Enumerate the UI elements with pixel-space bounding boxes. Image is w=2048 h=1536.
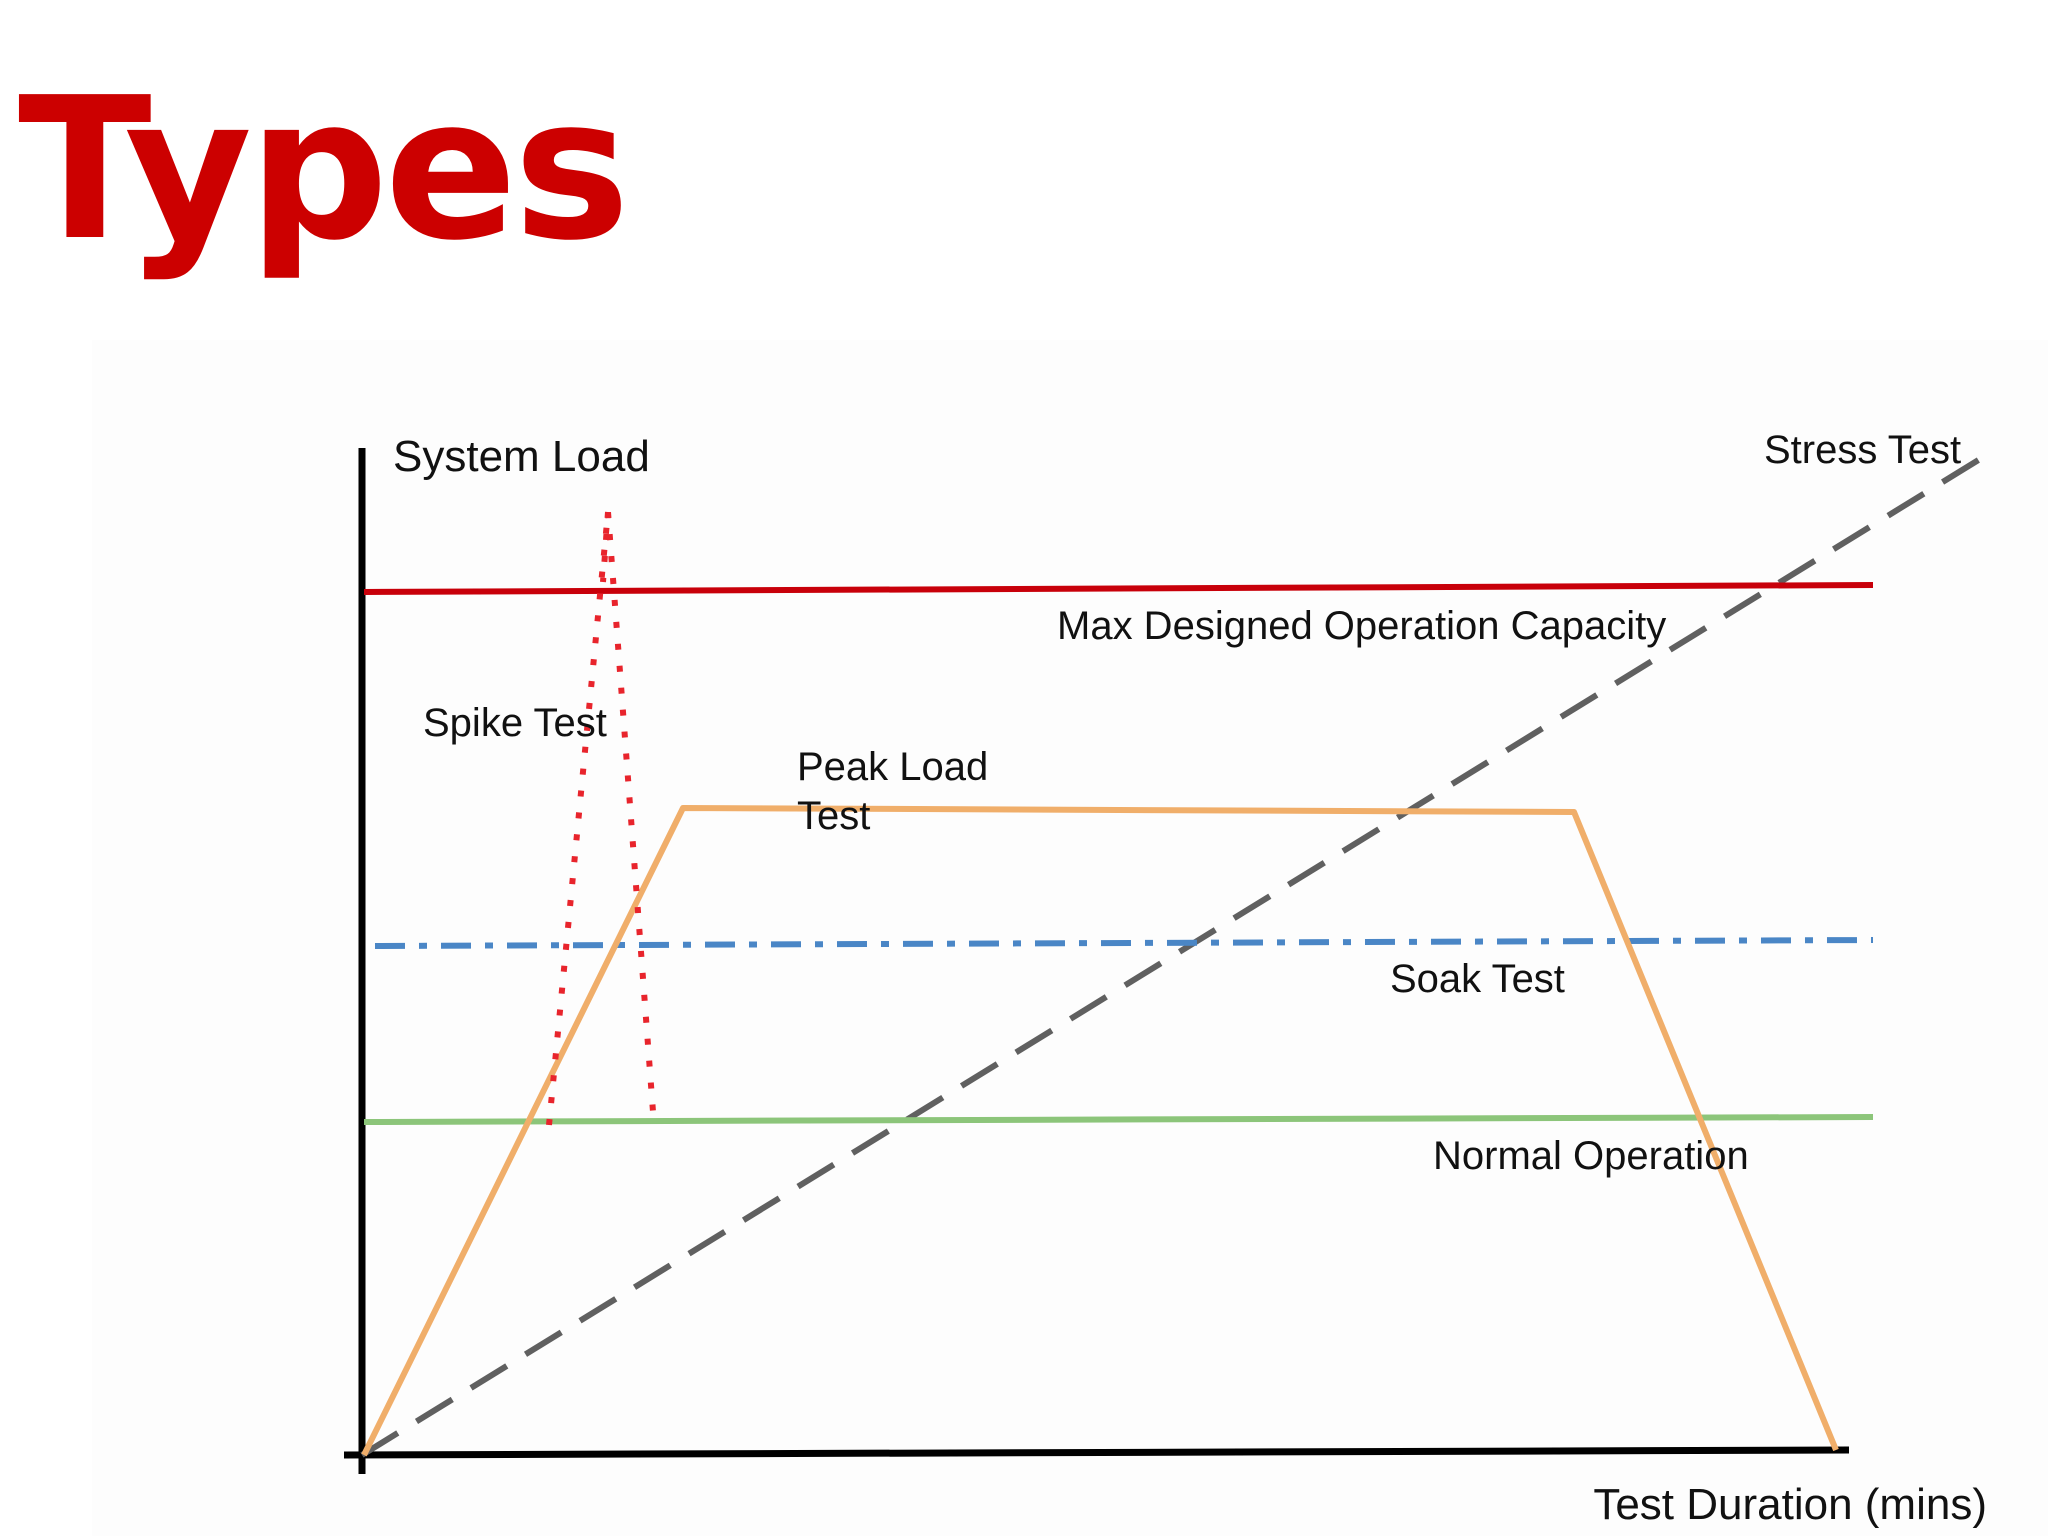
x-axis: [343, 1446, 1850, 1459]
peak-load-label-line2: Test: [797, 794, 870, 838]
normal-operation-label: Normal Operation: [1433, 1134, 1749, 1178]
spike-test-label: Spike Test: [423, 701, 607, 745]
spike-test-line: [546, 511, 657, 1126]
peak-load-label-line1: Peak Load: [797, 745, 988, 789]
slide-title: Types: [18, 56, 630, 284]
max-capacity-label: Max Designed Operation Capacity: [1057, 604, 1666, 648]
max-capacity-line: [363, 582, 1874, 595]
x-axis-label: Test Duration (mins): [1593, 1480, 1987, 1529]
soak-test-line: [374, 937, 1874, 949]
normal-operation-line: [363, 1114, 1874, 1125]
peak-load-test-line: [361, 805, 1839, 1457]
stress-test-label: Stress Test: [1764, 428, 1961, 472]
spike-test-apex: [600, 511, 611, 583]
soak-test-label: Soak Test: [1390, 957, 1565, 1001]
y-axis-label: System Load: [393, 432, 650, 481]
